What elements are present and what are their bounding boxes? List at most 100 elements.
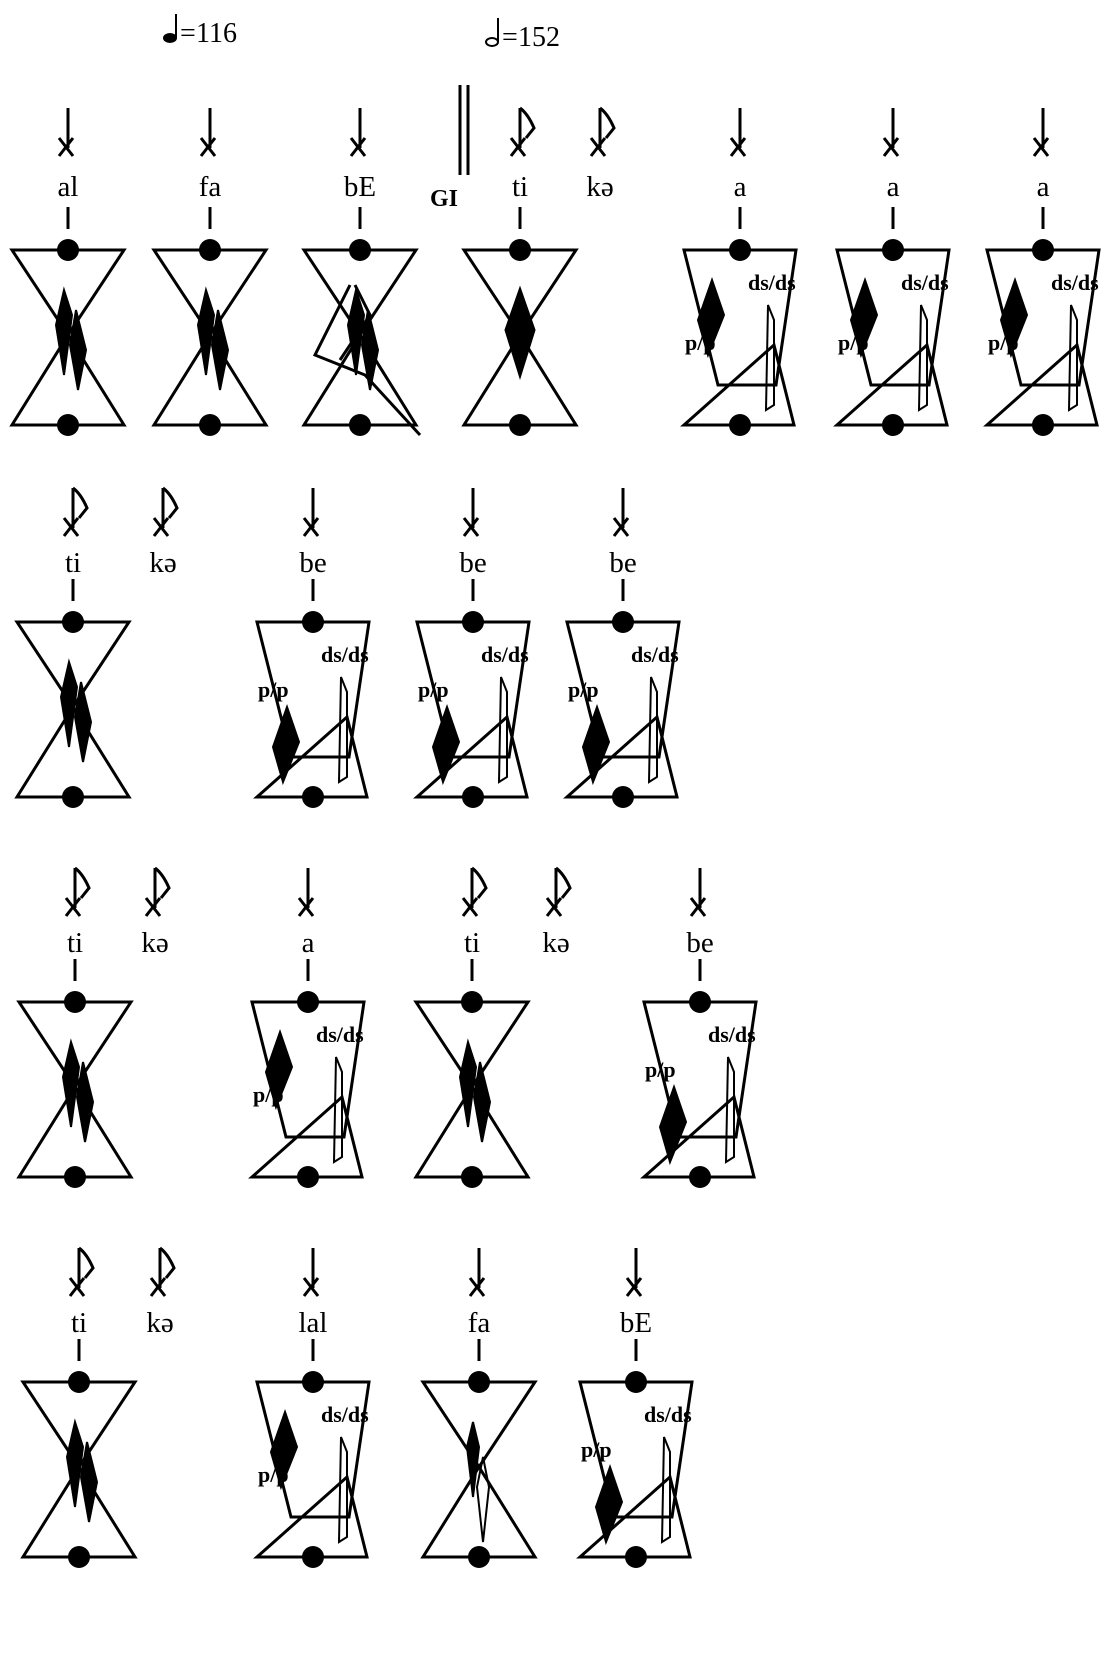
lever-figure: ds/dsp/p	[563, 579, 681, 808]
slit-mark	[724, 1056, 735, 1164]
p-label: p/p	[258, 1462, 289, 1487]
syllable-label: ti	[464, 927, 480, 959]
diamond-mark	[65, 1418, 85, 1508]
top-dot	[509, 239, 531, 261]
p-label: p/p	[645, 1057, 676, 1082]
diamond-mark	[696, 276, 726, 359]
slit-mark	[1067, 304, 1078, 412]
slit-mark	[917, 304, 928, 412]
bottom-dot	[689, 1166, 711, 1188]
note-x-stroke	[302, 1277, 320, 1297]
lever-figure: ds/dsp/p	[983, 207, 1101, 436]
note-x-stroke	[689, 897, 707, 917]
bottom-dot	[297, 1166, 319, 1188]
note-icon	[57, 108, 75, 157]
note-flag	[555, 866, 572, 899]
note-icon	[302, 1248, 320, 1297]
quarter-note-icon	[163, 33, 177, 43]
hourglass-figure	[151, 207, 269, 436]
note-flag	[154, 866, 171, 899]
note-icon	[349, 108, 367, 157]
note-flag	[471, 866, 488, 899]
bottom-dot	[62, 786, 84, 808]
slit-mark	[660, 1436, 671, 1544]
diamond-mark	[431, 703, 461, 786]
note-x-stroke	[589, 137, 607, 157]
bottom-dot	[462, 786, 484, 808]
note-icon	[199, 108, 217, 157]
syllable-label: be	[686, 927, 713, 959]
ds-label: ds/ds	[1051, 270, 1099, 295]
p-label: p/p	[581, 1437, 612, 1462]
p-label: p/p	[258, 677, 289, 702]
diamond-mark	[79, 1441, 99, 1523]
note-icon	[612, 488, 630, 537]
syllable-label: a	[1037, 171, 1050, 203]
syllable-label: kə	[141, 927, 168, 959]
syllable-label: be	[299, 547, 326, 579]
note-x-stroke	[199, 137, 217, 157]
ds-label: ds/ds	[321, 642, 369, 667]
bottom-dot	[302, 786, 324, 808]
note-x-stroke	[729, 137, 747, 157]
hourglass-figure	[16, 959, 134, 1188]
upper-trapezoid	[255, 620, 371, 759]
note-x-stroke	[625, 1277, 643, 1297]
upper-trapezoid	[642, 1000, 758, 1139]
bottom-dot	[612, 786, 634, 808]
top-dot	[625, 1371, 647, 1393]
flagged-note-icon	[68, 1246, 95, 1297]
flagged-note-icon	[589, 106, 616, 157]
top-dot	[612, 611, 634, 633]
tempo-value: 152	[518, 22, 560, 53]
note-flag	[72, 486, 89, 519]
syllable-label: bE	[344, 171, 376, 203]
bottom-dot	[729, 414, 751, 436]
syllable-label: bE	[620, 1307, 652, 1339]
note-flag	[78, 1246, 95, 1279]
diamond-mark	[346, 286, 366, 376]
p-label: p/p	[253, 1082, 284, 1107]
lever-figure: ds/dsp/p	[833, 207, 951, 436]
syllable-label: lal	[299, 1307, 328, 1339]
p-label: p/p	[418, 677, 449, 702]
diamond-mark	[658, 1083, 688, 1166]
top-dot	[468, 1371, 490, 1393]
flagged-note-icon	[64, 866, 91, 917]
note-x-stroke	[62, 517, 80, 537]
diamond-mark	[59, 658, 79, 748]
top-dot	[302, 611, 324, 633]
note-x-stroke	[144, 897, 162, 917]
diamond-mark	[73, 681, 93, 763]
slit-mark	[647, 676, 658, 784]
bottom-dot	[509, 414, 531, 436]
ds-label: ds/ds	[708, 1022, 756, 1047]
note-x-stroke	[461, 897, 479, 917]
scribble-mark	[312, 284, 422, 437]
flagged-note-icon	[62, 486, 89, 537]
bottom-dot	[57, 414, 79, 436]
diamond-mark	[54, 286, 74, 376]
diamond-mark	[504, 285, 536, 381]
note-icon	[468, 1248, 486, 1297]
hourglass-figure	[9, 207, 127, 436]
note-x-stroke	[149, 1277, 167, 1297]
slit-mark	[337, 676, 348, 784]
ds-label: ds/ds	[748, 270, 796, 295]
flagged-note-icon	[509, 106, 536, 157]
hourglass-figure	[20, 1339, 138, 1568]
syllable-label: kə	[586, 171, 613, 203]
note-x-stroke	[57, 137, 75, 157]
bottom-dot	[349, 414, 371, 436]
note-x-stroke	[349, 137, 367, 157]
note-icon	[1032, 108, 1050, 157]
note-flag	[519, 106, 536, 139]
lever-figure: ds/dsp/p	[576, 1339, 694, 1568]
top-dot	[689, 991, 711, 1013]
tempo-layer: =116=152	[163, 14, 560, 53]
ds-label: ds/ds	[901, 270, 949, 295]
diamond-mark	[360, 309, 380, 391]
tempo-equals: =	[502, 22, 518, 53]
note-x-stroke	[1032, 137, 1050, 157]
